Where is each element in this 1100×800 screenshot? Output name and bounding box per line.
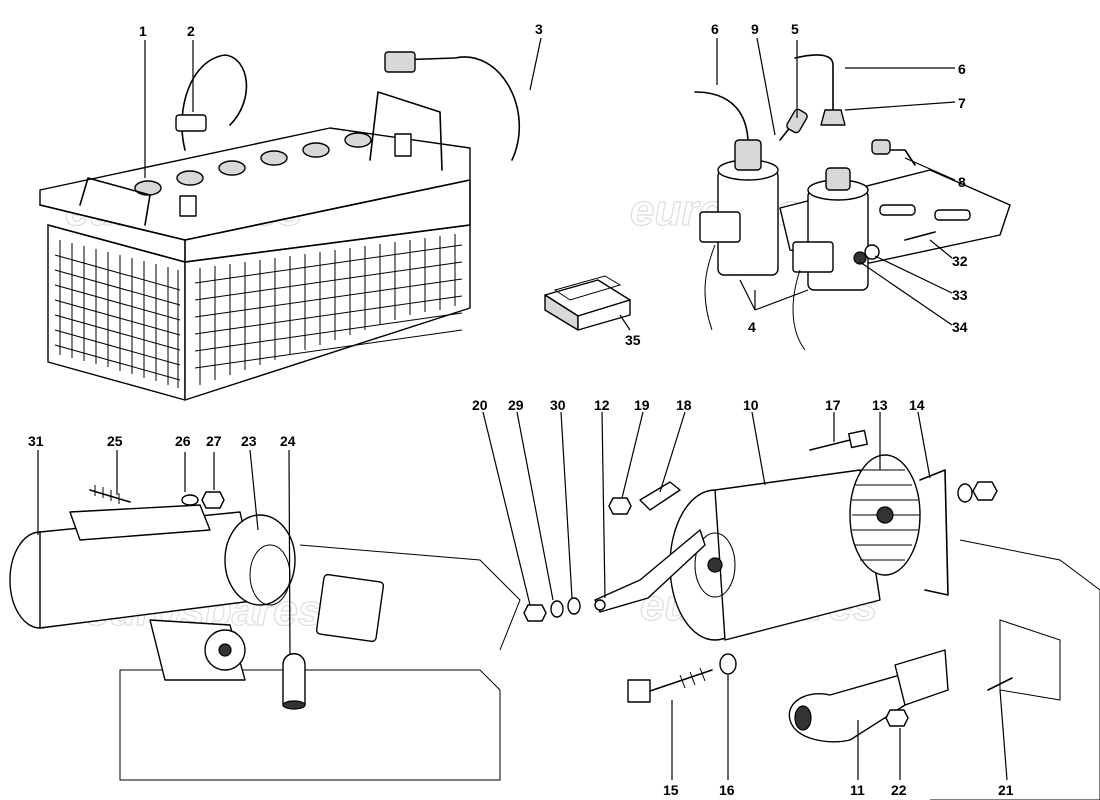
bracket-slot-2: [934, 209, 971, 221]
battery-cable-2: [181, 54, 248, 151]
cable-clamp-2: [175, 114, 207, 132]
battery-lid-side: [184, 179, 471, 263]
battery-front-face: [47, 224, 186, 401]
flange-plate: [315, 573, 385, 643]
leader-lines: [37, 37, 1008, 781]
battery-cable-3: [394, 56, 521, 161]
battery-terminal-neg: [179, 195, 197, 217]
bolt-25: [89, 489, 131, 503]
regulator-illustration: [544, 275, 631, 331]
callout-1: 1: [139, 23, 147, 39]
callout-10: 10: [743, 397, 759, 413]
washer-upper-right: [957, 483, 973, 503]
callout-26: 26: [175, 433, 191, 449]
callout-27: 27: [206, 433, 222, 449]
callout-7: 7: [958, 95, 966, 111]
regulator-side: [577, 299, 631, 331]
callout-6-left: 6: [711, 21, 719, 37]
alternator-body: [714, 469, 881, 641]
nut-22: [885, 709, 909, 727]
callout-22: 22: [891, 782, 907, 798]
nut-27: [201, 491, 225, 509]
starter-housing: [224, 514, 296, 606]
battery-grid-front: [54, 240, 181, 388]
wire-left: [704, 244, 716, 331]
stud-21: [987, 677, 1013, 691]
callout-35: 35: [625, 332, 641, 348]
engine-block-right: [930, 539, 1100, 800]
callout-23: 23: [241, 433, 257, 449]
battery-terminal: [394, 133, 412, 157]
callout-14: 14: [909, 397, 925, 413]
callout-34: 34: [952, 319, 968, 335]
callout-29: 29: [508, 397, 524, 413]
battery-grid-side: [194, 234, 463, 385]
cable-clamp-3: [384, 51, 416, 73]
bracket-slot-1: [879, 204, 916, 216]
callout-16: 16: [719, 782, 735, 798]
callout-15: 15: [663, 782, 679, 798]
callout-33: 33: [952, 287, 968, 303]
callout-18: 18: [676, 397, 692, 413]
coil-right: [807, 189, 869, 291]
callout-6-right: 6: [958, 61, 966, 77]
battery-handle-right: [369, 91, 443, 171]
callout-4: 4: [748, 319, 756, 335]
callout-24: 24: [280, 433, 296, 449]
regulator-cover: [553, 275, 622, 301]
engine-block-edge: [299, 544, 521, 651]
battery-handle-left: [79, 177, 151, 226]
nut-20: [523, 604, 547, 622]
washer-26: [181, 494, 199, 506]
stud-32: [904, 231, 936, 241]
washer-29: [550, 600, 564, 618]
starter-illustration: [9, 485, 521, 781]
bolt-15-shank: [649, 669, 713, 692]
coils-illustration: [694, 54, 1011, 351]
hv-lead-left: [694, 91, 749, 141]
alternator-illustration: [523, 429, 1100, 800]
wire-right: [792, 269, 806, 351]
adjust-link-18: [639, 481, 681, 511]
washer-30: [567, 597, 581, 615]
callout-13: 13: [872, 397, 888, 413]
callout-31: 31: [28, 433, 44, 449]
washer-16: [719, 653, 737, 675]
callout-11: 11: [850, 782, 865, 798]
bolt-15-head: [627, 679, 651, 703]
rubber-boot-24: [282, 653, 306, 706]
callout-5: 5: [791, 21, 799, 37]
pulley-14: [919, 469, 949, 596]
engine-block-lower: [119, 669, 501, 781]
solenoid: [69, 504, 211, 541]
nut-34: [853, 251, 867, 265]
callout-labels: 1 2 3 6 9 5 6 7 8 4 32 33 34 35 20 29 30…: [28, 21, 1014, 798]
nut-19: [608, 497, 632, 515]
nut-upper-right: [972, 481, 998, 501]
washer-33: [864, 244, 880, 260]
battery-lid-edge: [39, 204, 186, 263]
callout-25: 25: [107, 433, 123, 449]
callout-12: 12: [594, 397, 610, 413]
callout-21: 21: [998, 782, 1014, 798]
callout-20: 20: [472, 397, 488, 413]
bracket-12: [594, 529, 706, 613]
callout-32: 32: [952, 253, 968, 269]
bolt-17: [809, 439, 851, 451]
callout-3: 3: [535, 21, 543, 37]
callout-8: 8: [958, 174, 966, 190]
spark-cap: [820, 109, 846, 126]
hv-lead-right: [794, 54, 834, 111]
callout-17: 17: [825, 397, 841, 413]
battery-illustration: [39, 51, 521, 401]
callout-19: 19: [634, 397, 650, 413]
callout-9: 9: [751, 21, 759, 37]
battery-caps: [134, 132, 412, 217]
callout-2: 2: [187, 23, 195, 39]
callout-30: 30: [550, 397, 566, 413]
